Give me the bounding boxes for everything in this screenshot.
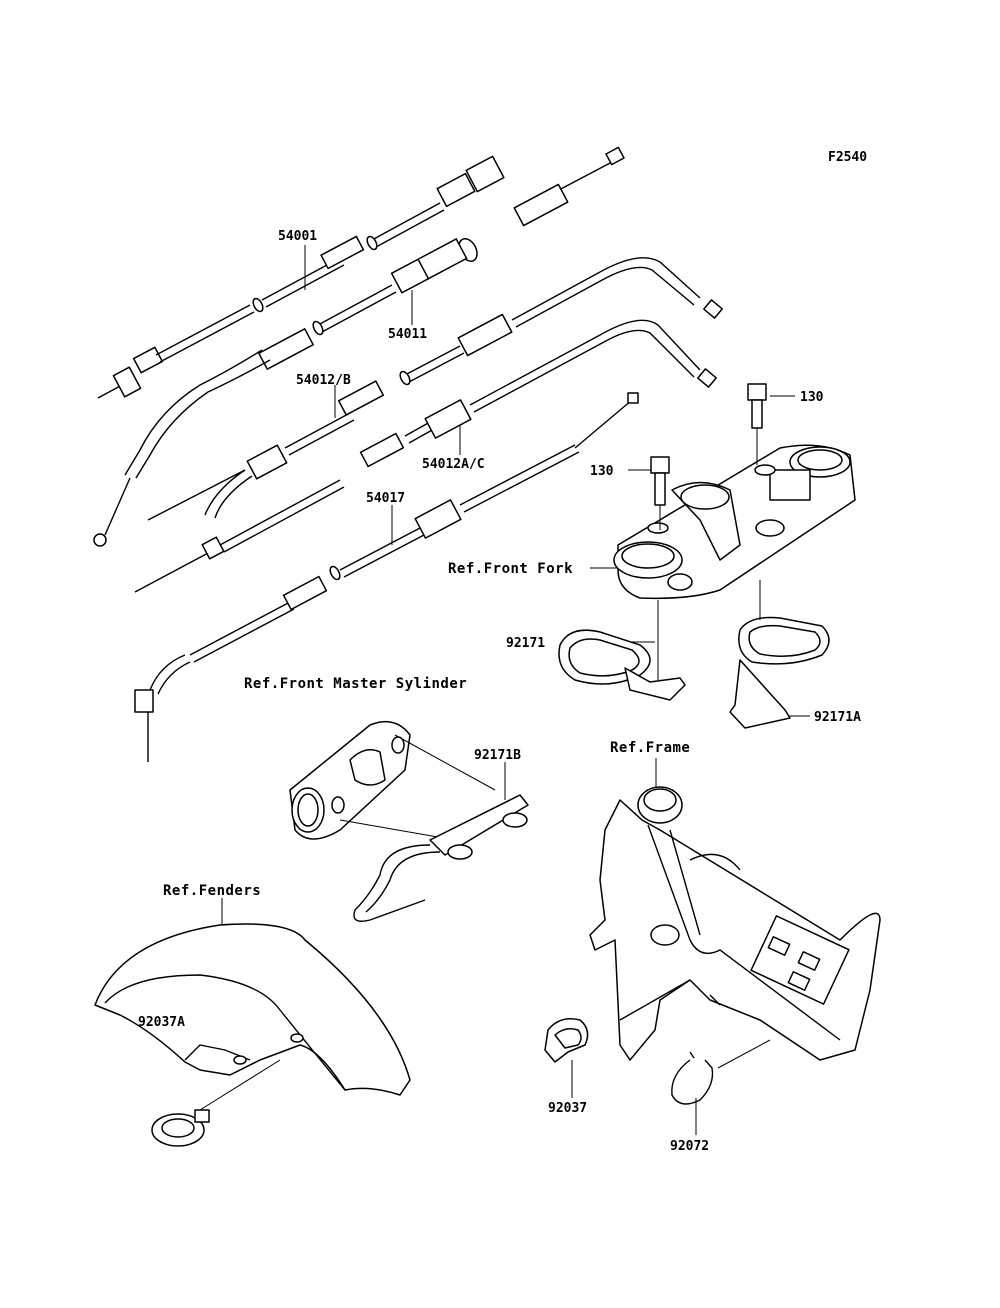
diagram-code: F2540 bbox=[828, 150, 867, 165]
frame bbox=[589, 786, 881, 1069]
fork-top-bracket bbox=[613, 444, 856, 600]
ref-frame: Ref.Frame bbox=[610, 740, 690, 756]
cable-54012b bbox=[147, 257, 723, 521]
front-fender bbox=[94, 923, 411, 1111]
clamp-92037 bbox=[544, 1018, 589, 1063]
clamp-92171 bbox=[558, 600, 686, 701]
clamp-92171a bbox=[729, 580, 830, 729]
cable-54001 bbox=[97, 155, 505, 399]
label-92171: 92171 bbox=[506, 636, 545, 651]
label-54012b: 54012/B bbox=[296, 373, 351, 388]
label-92037: 92037 bbox=[548, 1101, 587, 1116]
label-54017: 54017 bbox=[366, 491, 405, 506]
cable-54012ac bbox=[134, 319, 717, 593]
label-92037a: 92037A bbox=[138, 1015, 185, 1030]
cable-54017 bbox=[134, 392, 639, 762]
label-92171a: 92171A bbox=[814, 710, 861, 725]
clamp-92171b bbox=[353, 794, 529, 922]
ref-front-master-cylinder: Ref.Front Master Sylinder bbox=[244, 676, 467, 692]
grommet-92037a bbox=[151, 1109, 210, 1147]
label-92072: 92072 bbox=[670, 1139, 709, 1154]
label-54012ac: 54012A/C bbox=[422, 457, 485, 472]
label-130-left: 130 bbox=[590, 464, 614, 479]
ref-front-fork: Ref.Front Fork bbox=[448, 561, 573, 577]
label-54011: 54011 bbox=[388, 327, 427, 342]
clamp-92072 bbox=[671, 1051, 714, 1105]
bolt-130-right bbox=[747, 383, 767, 465]
label-130-right: 130 bbox=[800, 390, 824, 405]
label-92171b: 92171B bbox=[474, 748, 521, 763]
bolt-130-left bbox=[650, 456, 670, 530]
master-cylinder bbox=[289, 720, 496, 841]
ref-fenders: Ref.Fenders bbox=[163, 883, 261, 899]
label-54001: 54001 bbox=[278, 229, 317, 244]
cable-54011 bbox=[93, 146, 625, 547]
